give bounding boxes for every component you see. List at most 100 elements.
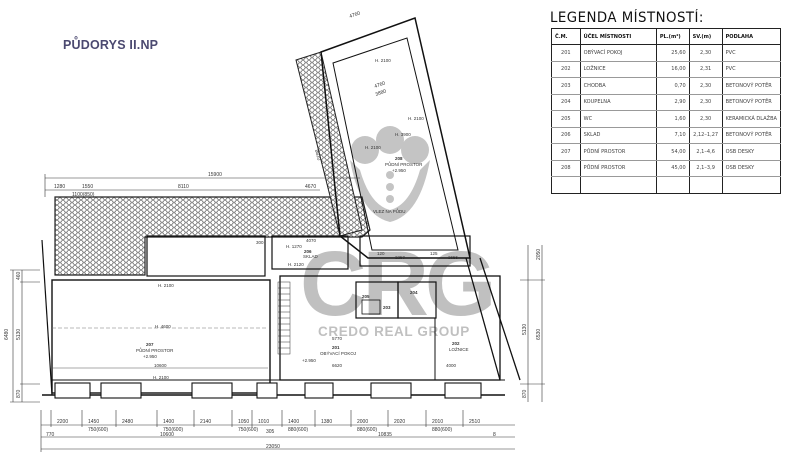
top-dimensions (44, 174, 360, 197)
room-208-name: PŮDNÍ PROSTOR (385, 161, 423, 167)
room-201-name: OBÝVACÍ POKOJ (320, 350, 356, 356)
room-purpose: SKLAD (579, 127, 657, 144)
dim-angled-inner2: 3880 (375, 88, 388, 98)
dim-top-2b: 1100(850) (72, 192, 95, 198)
svg-text:770: 770 (46, 432, 55, 438)
bottom-dim: 2480 (122, 419, 133, 425)
dim-angled-top: 4760 (349, 10, 362, 20)
dim-top-1: 1280 (54, 184, 65, 190)
col-floor: PODLAHA (721, 28, 782, 45)
svg-text:10600: 10600 (154, 363, 167, 368)
bottom-dim-sub: 880(600) (288, 427, 308, 433)
left-dimensions (10, 269, 40, 403)
svg-text:H. 2120: H. 2120 (288, 262, 304, 267)
svg-text:H. 2100: H. 2100 (408, 116, 424, 121)
room-floor: KERAMICKÁ DLAŽBA (721, 110, 782, 128)
svg-text:2050: 2050 (536, 249, 542, 260)
room-legend-table: Č.M. ÚČEL MÍSTNOSTI PL.(m²) SV.(m) PODLA… (551, 28, 782, 194)
svg-text:300: 300 (256, 240, 264, 245)
bottom-dim: 1450 (88, 419, 99, 425)
svg-text:6620: 6620 (332, 363, 343, 368)
svg-text:H. 2100: H. 2100 (365, 145, 381, 150)
room-purpose: LOŽNICE (579, 61, 657, 78)
svg-text:10600: 10600 (160, 432, 174, 438)
bottom-dim-sub: 750(600) (88, 427, 108, 433)
bottom-dim-sub: 750(600) (163, 427, 183, 433)
bottom-dim: 2020 (394, 419, 405, 425)
room-204-outline (397, 281, 437, 319)
svg-text:305: 305 (266, 429, 275, 435)
svg-text:4070: 4070 (306, 238, 317, 243)
room-floor: BETONOVÝ POTĚR (721, 94, 782, 111)
svg-text:5130: 5130 (522, 324, 528, 335)
bottom-dim: 1380 (321, 419, 332, 425)
svg-text:6480: 6480 (4, 329, 10, 340)
room-floor: PVC (721, 44, 782, 62)
dim-total-bottom: 23050 (266, 444, 280, 450)
room-floor: OSB DESKY (721, 143, 782, 161)
room-purpose: PŮDNÍ PROSTOR (579, 160, 657, 177)
room-204-number: 204 (410, 290, 418, 295)
svg-text:10835: 10835 (378, 432, 392, 438)
bottom-dim-sub: 880(600) (357, 427, 377, 433)
room-208-number: 208 (395, 156, 403, 161)
svg-text:8: 8 (493, 432, 496, 438)
room-206-name: SKLAD (303, 254, 319, 259)
svg-text:H. 3900: H. 3900 (395, 132, 411, 137)
bottom-dim: 2200 (57, 419, 68, 425)
room-202-number: 202 (452, 341, 460, 346)
room-purpose: OBÝVACÍ POKOJ (579, 44, 657, 62)
room-purpose: CHODBA (579, 77, 657, 95)
svg-text:2250: 2250 (395, 255, 406, 260)
bottom-dim-sub: 880(600) (432, 427, 452, 433)
bottom-dim: 2510 (469, 419, 480, 425)
room-purpose: PŮDNÍ PROSTOR (579, 143, 657, 161)
svg-text:+2.950: +2.950 (392, 168, 406, 173)
page-title: PŮDORYS II.NP (63, 38, 159, 52)
room-purpose: WC (579, 110, 657, 128)
col-area: PL.(m²) (655, 28, 690, 45)
room-203-number: 203 (383, 305, 391, 310)
room-purpose (579, 176, 657, 194)
svg-text:4000: 4000 (446, 363, 457, 368)
bottom-dim: 1050 (238, 419, 249, 425)
svg-text:870: 870 (522, 389, 528, 398)
svg-text:5130: 5130 (16, 329, 22, 340)
dim-angled-inner1: 4760 (374, 80, 387, 90)
svg-text:H. 2100: H. 2100 (375, 58, 391, 63)
room-floor: BETONOVÝ POTĚR (721, 77, 782, 95)
bottom-dim: 1400 (163, 419, 174, 425)
vlez-label: VLEZ NA PŮDU (373, 208, 406, 214)
room-floor: PVC (721, 61, 782, 78)
col-room-purpose: ÚČEL MÍSTNOSTI (579, 28, 657, 45)
svg-text:+2.950: +2.950 (302, 358, 316, 363)
svg-text:125: 125 (430, 251, 438, 256)
col-room-number: Č.M. (551, 28, 581, 45)
dim-total-top: 15900 (208, 172, 222, 178)
bottom-dim: 1010 (258, 419, 269, 425)
room-206-number: 206 (304, 249, 312, 254)
room-203-outline (361, 299, 381, 315)
dim-top-2: 1550 (82, 184, 93, 190)
bottom-dim: 2000 (357, 419, 368, 425)
svg-text:120: 120 (377, 251, 385, 256)
room-206-outline (271, 235, 349, 270)
svg-text:H. 1270: H. 1270 (286, 244, 302, 249)
staircase (277, 281, 291, 355)
right-dimensions (520, 245, 545, 402)
bottom-dim: 2010 (432, 419, 443, 425)
room-202-name: LOŽNICE (449, 345, 469, 352)
room-floor (721, 176, 782, 194)
svg-text:870: 870 (16, 389, 22, 398)
svg-text:5770: 5770 (332, 336, 343, 341)
svg-text:6530: 6530 (536, 329, 542, 340)
dim-angled-side: 8820 (313, 149, 322, 162)
